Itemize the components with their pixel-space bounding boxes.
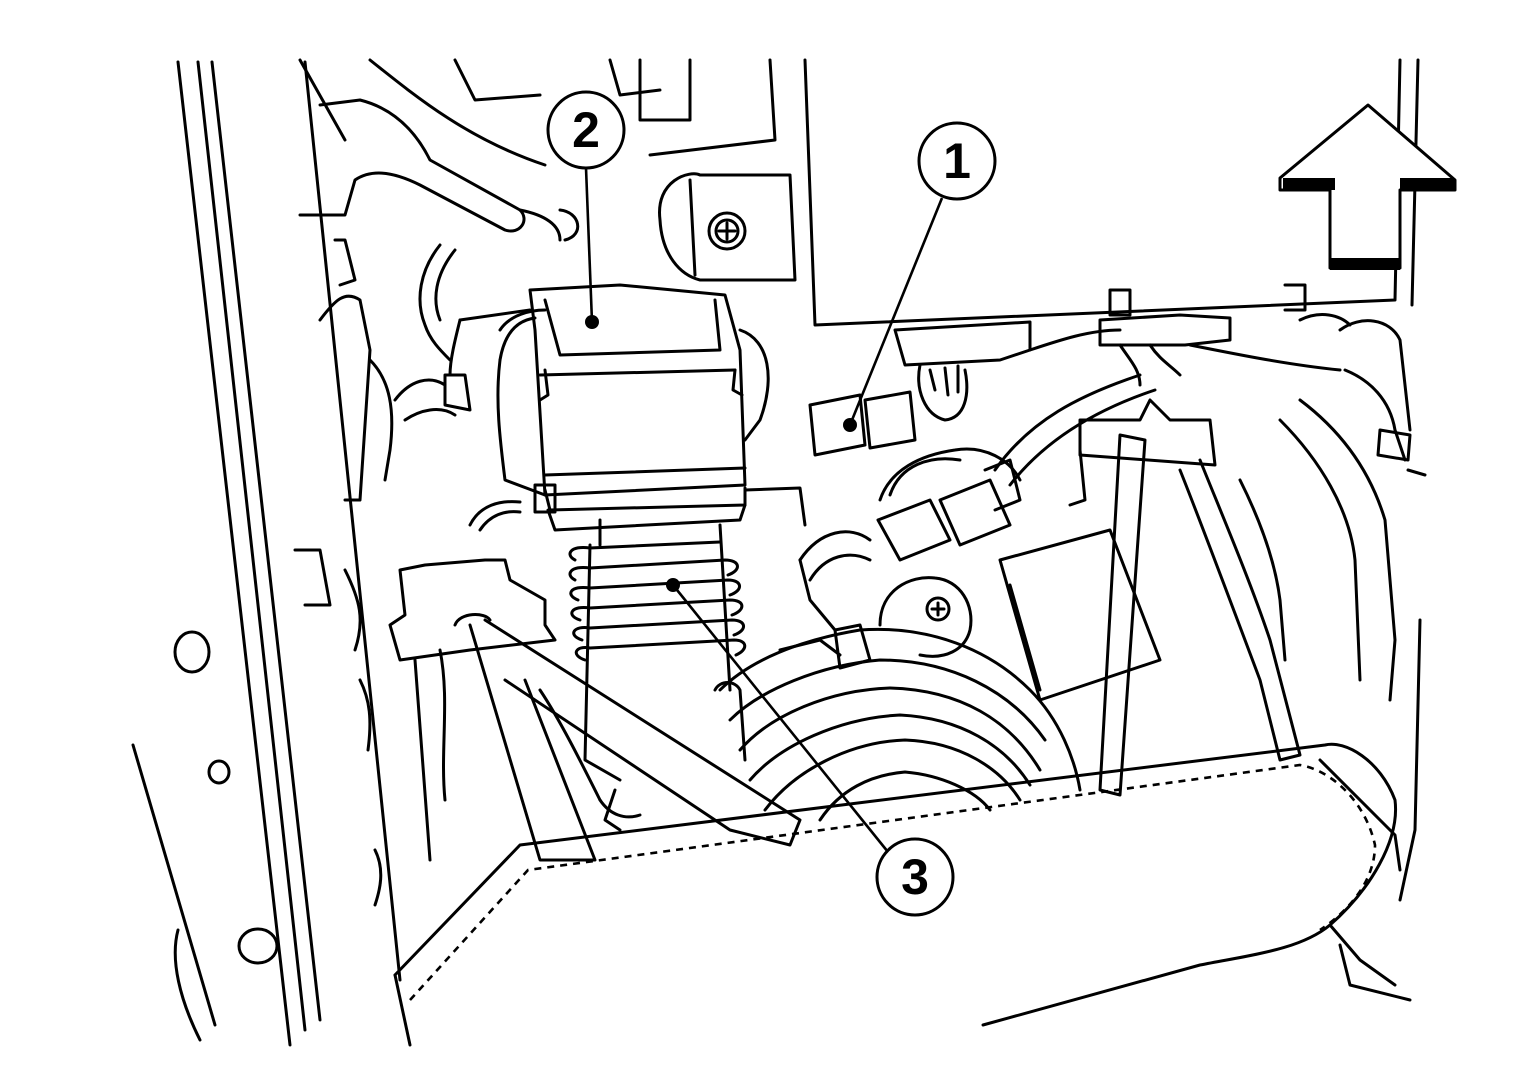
callout-2-point — [585, 315, 599, 329]
up-arrow-icon — [1278, 103, 1457, 270]
screw-bracket — [658, 172, 797, 282]
callout-1-label: 1 — [943, 133, 971, 189]
callout-2-circle — [546, 90, 626, 170]
right-harness — [808, 283, 1427, 902]
connector-block — [876, 373, 1162, 702]
left-frame-panel — [131, 60, 402, 1047]
callout-1-point — [843, 418, 857, 432]
callout-3: 3 — [666, 578, 955, 917]
upper-bracket — [298, 58, 1420, 327]
callout-2-leader — [584, 167, 594, 323]
spring-component — [468, 500, 747, 832]
screw-icon — [707, 211, 747, 251]
left-wiring — [318, 238, 457, 502]
callout-1-leader — [848, 197, 944, 426]
callout-3-label: 3 — [901, 849, 929, 905]
callout-1: 1 — [843, 121, 997, 432]
callout-2-label: 2 — [572, 102, 600, 158]
hose-clamp — [343, 558, 802, 907]
callout-3-circle — [875, 837, 955, 917]
blower-housing — [713, 627, 1082, 822]
callout-3-point — [666, 578, 680, 592]
callout-1-circle — [917, 121, 997, 201]
callout-3-leader — [671, 584, 890, 853]
motor-bracket — [798, 530, 973, 670]
bottom-cover-panel — [393, 742, 1412, 1047]
screw-icon — [925, 596, 951, 622]
module-component — [443, 283, 807, 532]
callout-2: 2 — [546, 90, 626, 329]
